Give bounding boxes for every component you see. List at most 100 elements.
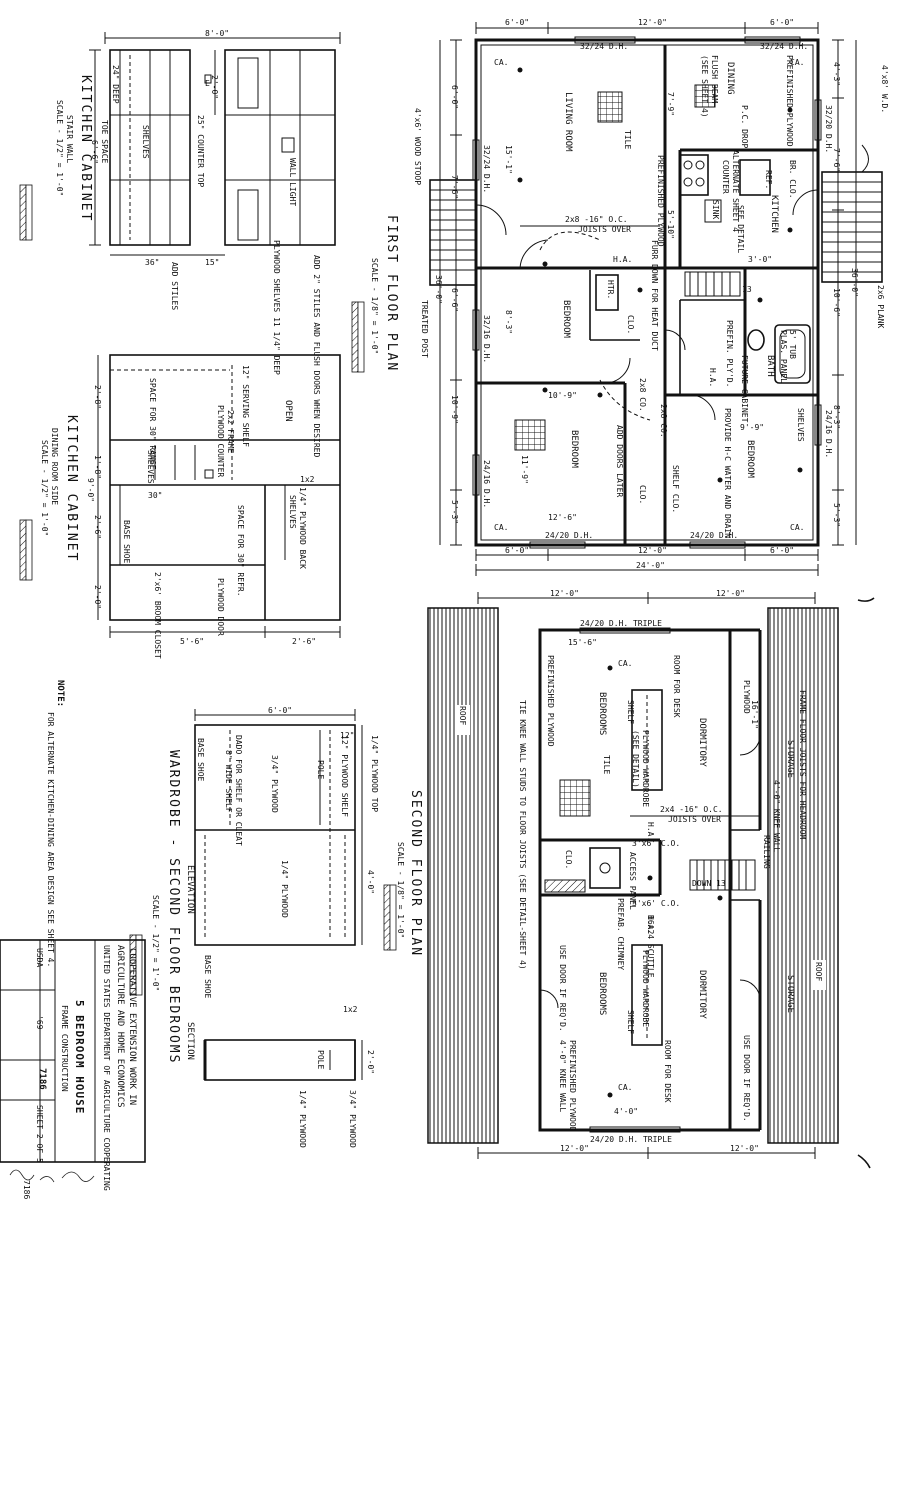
label-plywood-wardrobe-2: PLYWOOD WARDROBE: [641, 950, 650, 1027]
dim-ff-right-3: 10'-6": [832, 288, 841, 317]
label-add-doors: ADD DOORS LATER: [615, 425, 624, 497]
first-floor-scale: SCALE - 1/8" = 1'-0": [370, 258, 379, 354]
label-wd-base-shoe-2: BASE SHOE: [203, 955, 212, 999]
dim-ff-left-3: 6'-6": [450, 288, 459, 312]
room-dormitory-2: DORMITORY: [697, 970, 707, 1019]
window-ff-right-1: 32/20 D.H.: [824, 105, 833, 153]
window-ff-top-right: 32/24 D.H.: [760, 42, 808, 51]
dim-ks-h1: 2'-0": [210, 75, 219, 99]
label-kd-broom: 2'x6' BROOM CLOSET: [153, 572, 162, 659]
note-text: FOR ALTERNATE KITCHEN-DINING AREA DESIGN…: [46, 712, 55, 967]
label-clo-sf: CLO.: [564, 850, 573, 869]
front-stoop: [429, 179, 477, 286]
dim-ff-inner-7: 7'-9": [666, 92, 675, 116]
label-knee-wall-1: 4'-0" KNEE WALL: [772, 780, 781, 852]
first-floor-title: FIRST FLOOR PLAN: [384, 215, 399, 372]
label-joists-over: JOISTS OVER: [578, 225, 631, 234]
dim-ff-inner-2: 8'-3": [504, 310, 513, 334]
wardrobe-top: [631, 689, 663, 791]
label-flush-beam: FLUSH BEAM: [710, 55, 719, 103]
label-tie-knee: TIE KNEE WALL STUDS TO FLOOR JOISTS (SEE…: [518, 700, 527, 970]
label-room-desk-1: ROOM FOR DESK: [672, 655, 681, 718]
window-sf-bottom: 24/20 D.H. TRIPLE: [590, 1135, 672, 1144]
dim-ff-overall: 24'-0": [636, 561, 665, 570]
wardrobe-scale: SCALE - 1/2" = 1'-0": [151, 895, 160, 991]
label-joists-sf: 2x4 -16" O.C.: [660, 805, 723, 814]
dim-ks-height: 6'-6": [90, 140, 99, 164]
label-ca-sf-1: CA.: [618, 659, 632, 668]
label-prefab: PREFAB. CHIMNEY: [616, 898, 625, 970]
label-wd-ply34: 3/4" PLYWOOD: [270, 755, 279, 813]
wardrobe-elevation-label: ELEVATION: [185, 865, 195, 914]
label-wd-dado: DADO FOR SHELF OR CLEAT: [234, 735, 243, 846]
second-floor-knee-walls: [538, 628, 732, 1132]
label-kd-counter: PLYWOOD COUNTER: [216, 405, 225, 477]
wardrobe-detail: 6'-0" BASE SHOE DADO FOR SHELF OR CLEAT …: [129, 706, 379, 1148]
dim-kd-w1: 5'-6": [180, 637, 204, 646]
room-bedroom-1: BEDROOM: [561, 300, 571, 339]
toilet: [747, 329, 765, 351]
label-wd-base-shoe: BASE SHOE: [196, 738, 205, 782]
label-access: ACCESS PANEL: [628, 852, 637, 910]
label-plywood-wardrobe-1: PLYWOOD WARDROBE: [641, 730, 650, 807]
label-kd-serving: 12" SERVING SHELF: [241, 365, 250, 447]
label-plank: 2x6 PLANK: [876, 285, 885, 329]
dim-kd-h3: 9'-0": [86, 478, 95, 502]
label-kd-ply-door: PLYWOOD DOOR: [216, 578, 225, 636]
second-floor-scale-bar: [383, 884, 397, 951]
dim-ff-inner-5: 12'-6": [548, 513, 577, 522]
label-ha-sf-2: H.A.: [646, 915, 655, 934]
first-floor-exterior-wall: [474, 38, 820, 547]
label-ca-4: CA.: [790, 58, 804, 67]
dim-kd-h5: 2'-0": [93, 585, 102, 609]
sink-symbol: [704, 199, 722, 223]
label-down: DOWN 13: [692, 879, 726, 888]
label-shelf-clo: SHELF CLO.: [671, 465, 680, 513]
wardrobe-section-label: SECTION: [185, 1022, 195, 1060]
dim-kd-h4: 2'-6": [93, 515, 102, 539]
room-bedrooms-1: BEDROOMS: [597, 692, 607, 735]
dim-wd-s2: 2'-0": [366, 1050, 375, 1074]
label-prefinished-sf-1: PREFINISHED PLYWOOD: [546, 655, 555, 747]
dim-ff-right-4: 8'-3": [832, 405, 841, 429]
label-kd-base-shoe: BASE SHOE: [122, 520, 131, 564]
room-bedroom-3: BEDROOM: [745, 440, 755, 479]
first-floor-stairs: 13: [684, 271, 752, 297]
label-joists-over-sf: JOISTS OVER: [668, 815, 721, 824]
dim-ff-top-1: 6'-0": [505, 18, 529, 27]
label-wd-pole: POLE: [316, 760, 325, 779]
dim-ff-bottom-2: 12'-0": [638, 546, 667, 555]
label-stoop-alt: 4'x8' W.D.: [880, 65, 889, 113]
window-ff-left-2: 32/16 D.H.: [482, 315, 491, 363]
label-shelves: SHELVES: [796, 408, 805, 442]
dim-ff-left-4: 10'-9": [450, 395, 459, 424]
bathtub: [774, 324, 811, 384]
dim-wd-w: 6'-0": [268, 706, 292, 715]
first-floor-plan: 6'-0" 12'-0" 6'-0" 6'-0" 12'-0" 6'-0" 24…: [351, 18, 889, 576]
window-sf-top: 24/20 D.H. TRIPLE: [580, 619, 662, 628]
label-co-2: 2x8 CO.: [638, 378, 647, 412]
wardrobe-title: WARDROBE - SECOND FLOOR BEDROOMS: [166, 750, 181, 1064]
window-ff-top: 32/24 D.H.: [580, 42, 628, 51]
dim-ff-right-1: 4'-3": [832, 62, 841, 86]
label-co-sf-1: 3'x6' C.O.: [632, 839, 680, 848]
label-ks-shelves: SHELVES: [141, 125, 150, 159]
dim-ff-top-2: 12'-0": [638, 18, 667, 27]
dim-ff-left-5: 5'-3": [450, 500, 459, 524]
label-wd-ply34b: 3/4" PLYWOOD: [348, 1090, 357, 1148]
first-floor-dims: 6'-0" 12'-0" 6'-0" 6'-0" 12'-0" 6'-0" 24…: [434, 18, 859, 576]
window-ff-bottom-left: 24/20 D.H.: [545, 531, 593, 540]
label-future-cabinet: FUTURE CABINET: [740, 355, 749, 423]
dim-ks-overall: 8'-0": [205, 29, 229, 38]
title-plan-no: 7186: [37, 1068, 47, 1090]
dim-ks-w1: 36": [145, 258, 159, 267]
label-ca-2: CA.: [494, 523, 508, 532]
handwritten-annotation: 7186: [9, 1169, 95, 1199]
wall-light-symbol: [281, 137, 295, 153]
label-wd-ply14: 1/4" PLYWOOD: [280, 860, 289, 918]
second-floor-stairs: [689, 859, 756, 891]
label-see-sheet4: (SEE SHEET 4): [700, 55, 709, 118]
title-sheet: SHEET 2 OF 5: [35, 1105, 44, 1163]
dim-ff-inner-4: 11'-9": [520, 455, 529, 484]
